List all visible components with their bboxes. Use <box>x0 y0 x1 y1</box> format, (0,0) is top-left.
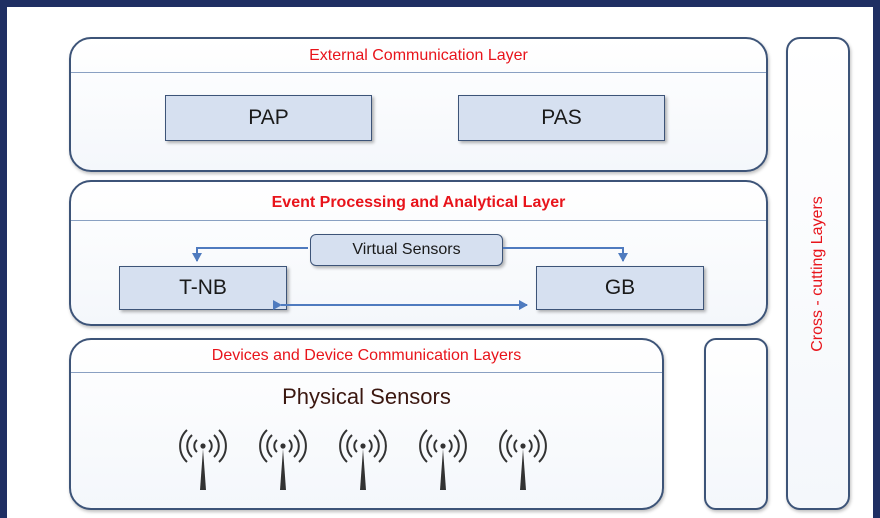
antenna-icon <box>339 429 387 490</box>
event-layer-divider <box>71 220 766 221</box>
event-layer-title: Event Processing and Analytical Layer <box>271 194 566 211</box>
antenna-icon <box>499 429 547 490</box>
external-layer-divider <box>71 72 766 73</box>
virtual-sensors-box: Virtual Sensors <box>310 234 503 266</box>
devices-layer-divider <box>71 372 662 373</box>
antenna-icon <box>179 429 227 490</box>
arrow-to-t-nb <box>192 247 308 262</box>
antenna-icon <box>259 429 307 490</box>
antenna-icon <box>419 429 467 490</box>
external-communication-layer: External Communication Layer PAP PAS <box>69 37 768 172</box>
arrow-to-gb <box>503 247 628 262</box>
devices-layer-title: Devices and Device Communication Layers <box>211 347 522 364</box>
gb-box: GB <box>536 266 704 310</box>
devices-layer: Devices and Device Communication Layers … <box>69 338 664 510</box>
t-nb-box: T-NB <box>119 266 287 310</box>
pap-box: PAP <box>165 95 372 141</box>
cross-cutting-layer: Cross - cutting Layers <box>786 37 850 510</box>
device-cross-cutting-bar <box>704 338 768 510</box>
pas-box: PAS <box>458 95 665 141</box>
physical-sensors-title: Physical Sensors <box>282 384 451 409</box>
external-layer-title: External Communication Layer <box>309 47 528 64</box>
